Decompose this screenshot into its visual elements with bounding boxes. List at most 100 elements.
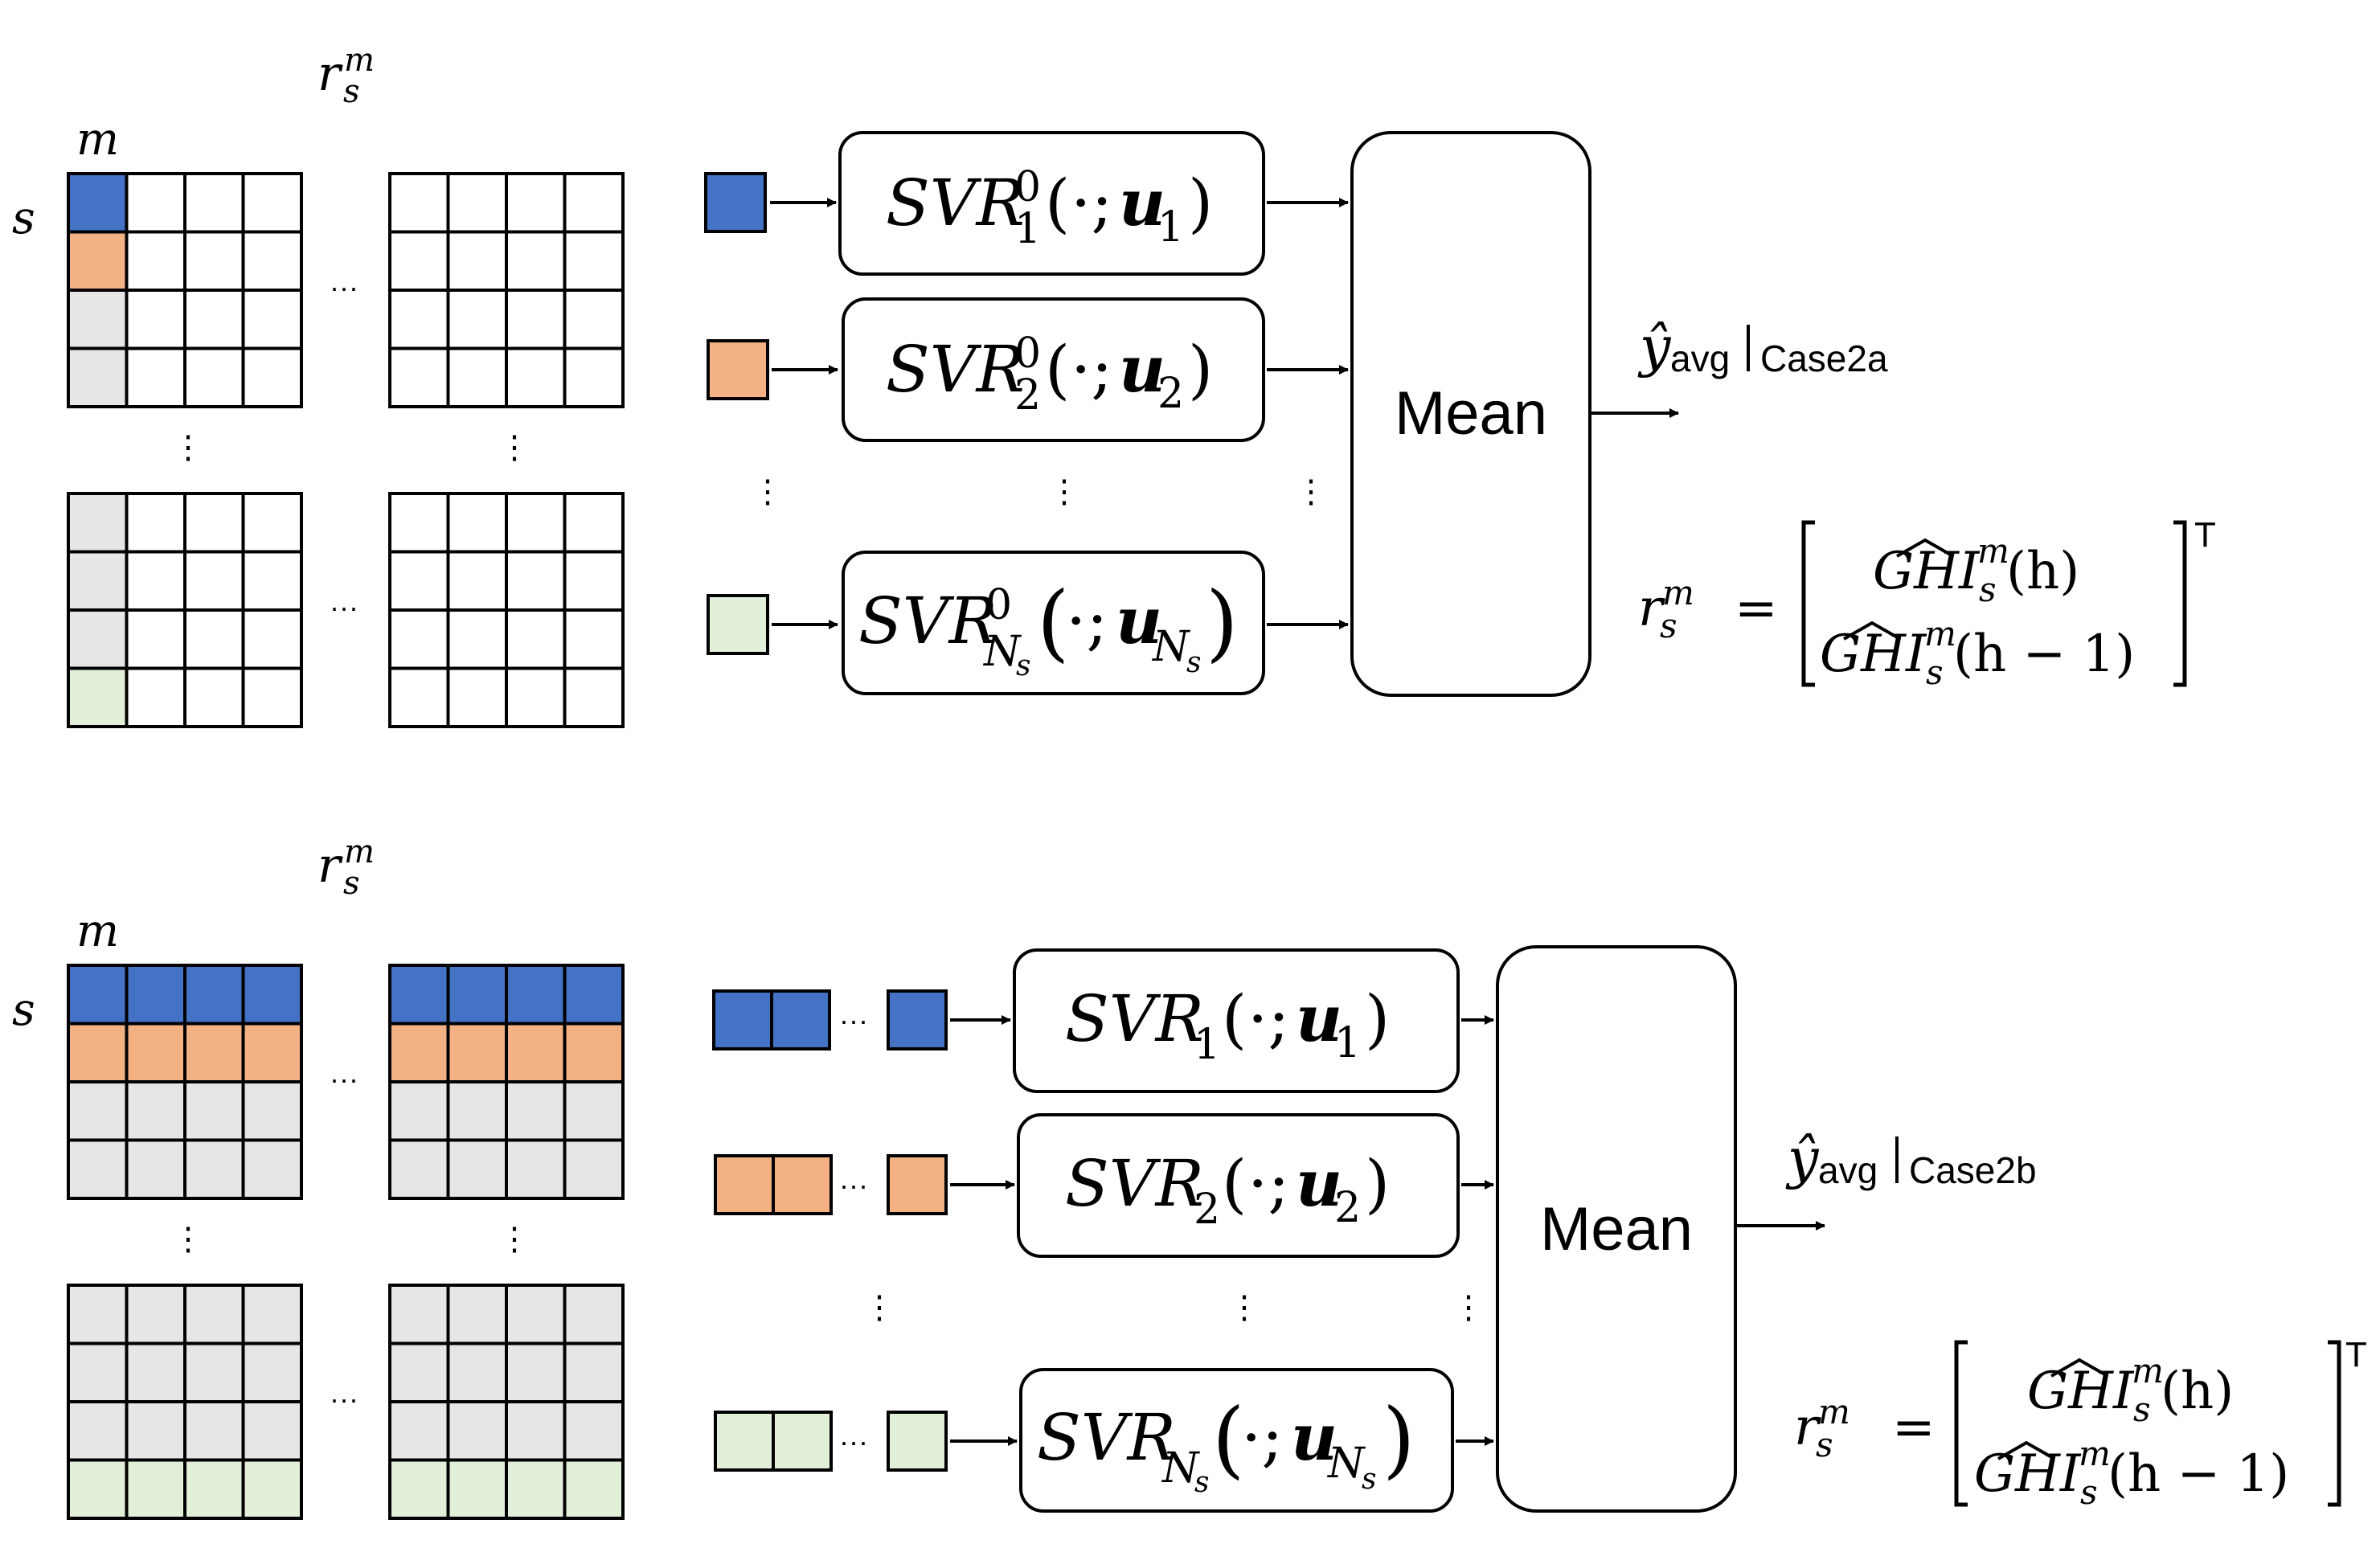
grid-cell xyxy=(67,1400,129,1462)
grid-cell xyxy=(241,1138,303,1200)
svg-text:GHI: GHI xyxy=(1820,625,1927,684)
case2b-grid-group xyxy=(67,964,625,1520)
svg-text:N: N xyxy=(1151,623,1190,671)
case2b-ellipsis-h1: ··· xyxy=(330,1063,358,1096)
svg-text:): ) xyxy=(1188,166,1213,240)
grid-cell xyxy=(241,1400,303,1462)
svg-text:···: ··· xyxy=(839,1169,868,1202)
grid-cell xyxy=(125,550,186,612)
grid-cell xyxy=(241,1341,303,1403)
grid-cell xyxy=(563,1022,625,1083)
grid-cell xyxy=(563,964,625,1026)
svg-text:1: 1 xyxy=(1014,205,1041,253)
case2a-grid-top-left xyxy=(67,172,303,408)
grid-cell xyxy=(563,1138,625,1200)
svg-text:avg: avg xyxy=(1818,1149,1878,1191)
svg-text:s: s xyxy=(343,73,360,110)
grid-cell xyxy=(183,1284,245,1345)
svg-text:SVR: SVR xyxy=(1065,1146,1204,1221)
grid-cell xyxy=(563,550,625,612)
grid-cell xyxy=(241,492,303,554)
svg-text:T: T xyxy=(2194,515,2216,555)
grid-cell xyxy=(505,1284,567,1345)
case2b-grid-top-left xyxy=(67,964,303,1200)
svg-text:s: s xyxy=(343,865,360,902)
grid-cell xyxy=(241,1284,303,1345)
svg-text:(h − 1): (h − 1) xyxy=(2108,1444,2289,1504)
svg-text:0: 0 xyxy=(1014,163,1041,211)
grid-cell xyxy=(125,1284,186,1345)
svg-text:·;: ·; xyxy=(1247,1146,1289,1221)
case2b-svr-label-1: SVR 1 ( ·; u 1 ) xyxy=(1065,981,1390,1069)
svg-text:s: s xyxy=(2080,1472,2098,1512)
r-symbol: r xyxy=(317,838,343,894)
case2b-r-label: r s m xyxy=(317,833,375,902)
grid-cell xyxy=(183,1080,245,1142)
case2b-input-3: ··· xyxy=(714,1411,948,1472)
svg-text:(: ( xyxy=(1045,166,1070,240)
grid-cell xyxy=(388,346,450,408)
grid-cell xyxy=(446,172,508,234)
case2b-mean-label: Mean xyxy=(1540,1195,1693,1263)
svg-text:0: 0 xyxy=(1014,330,1041,378)
grid-cell xyxy=(67,230,129,292)
grid-cell xyxy=(67,346,129,408)
svg-text:u: u xyxy=(1119,331,1165,407)
grid-cell xyxy=(388,1341,450,1403)
grid-cell xyxy=(125,608,186,670)
svg-text:1: 1 xyxy=(1157,203,1184,252)
case2b-svr-label-2: SVR 2 ( ·; u 2 ) xyxy=(1065,1145,1390,1234)
grid-cell xyxy=(241,346,303,408)
svg-text:m: m xyxy=(344,833,375,870)
svg-text:0: 0 xyxy=(985,581,1012,629)
grid-cell xyxy=(241,230,303,292)
grid-cell xyxy=(388,964,450,1026)
grid-cell xyxy=(125,289,186,350)
case2a-svr-label-3: SVR 0 N s ( ·; u N s ) xyxy=(858,573,1239,682)
svg-text:): ) xyxy=(1188,332,1213,407)
grid-cell xyxy=(563,1341,625,1403)
grid-cell xyxy=(388,1400,450,1462)
grid-cell xyxy=(183,230,245,292)
grid-cell xyxy=(125,1400,186,1462)
svg-text:SVR: SVR xyxy=(886,332,1025,407)
grid-cell xyxy=(446,964,508,1026)
grid-cell xyxy=(183,1138,245,1200)
grid-cell xyxy=(446,1400,508,1462)
grid-cell xyxy=(446,289,508,350)
grid-cell xyxy=(183,550,245,612)
grid-cell xyxy=(125,492,186,554)
svg-text:u: u xyxy=(1119,165,1165,240)
grid-cell xyxy=(446,1284,508,1345)
case2a-mean-ellipsis: ⋮ xyxy=(1295,474,1327,510)
case2b-ellipsis-h2: ··· xyxy=(330,1382,358,1415)
case2a-input-2 xyxy=(707,339,769,400)
grid-cell xyxy=(505,608,567,670)
grid-cell xyxy=(125,1458,186,1520)
grid-cell xyxy=(446,1341,508,1403)
grid-cell xyxy=(183,964,245,1026)
case2b-svr-box-1 xyxy=(1013,948,1460,1093)
grid-cell xyxy=(446,1138,508,1200)
svg-text:u: u xyxy=(1296,1145,1342,1221)
svg-text:s: s xyxy=(1186,646,1201,679)
grid-cell xyxy=(67,608,129,670)
svg-text:2: 2 xyxy=(1014,371,1041,420)
case2b-panel: r s m m s ··· ··· ⋮ ⋮ ··· ··· ··· xyxy=(12,833,2367,1520)
svg-text:1: 1 xyxy=(1194,1021,1220,1069)
svg-text:s: s xyxy=(1816,1425,1833,1464)
grid-cell xyxy=(505,289,567,350)
svg-text:SVR: SVR xyxy=(886,166,1025,240)
grid-cell xyxy=(505,230,567,292)
case2b-svr-label-3: SVR N s ( ·; u N s ) xyxy=(1037,1390,1415,1499)
svg-text:s: s xyxy=(1979,570,1997,609)
svg-text:(h): (h) xyxy=(2161,1362,2234,1421)
svg-text:u: u xyxy=(1296,981,1342,1056)
grid-cell xyxy=(67,1022,129,1083)
grid-cell xyxy=(505,1458,567,1520)
grid-cell xyxy=(183,172,245,234)
svg-text:(: ( xyxy=(1045,332,1070,407)
svg-text:): ) xyxy=(1383,1390,1415,1488)
case2b-ellipsis-v1: ⋮ xyxy=(172,1222,204,1257)
svg-text:): ) xyxy=(1206,573,1239,671)
